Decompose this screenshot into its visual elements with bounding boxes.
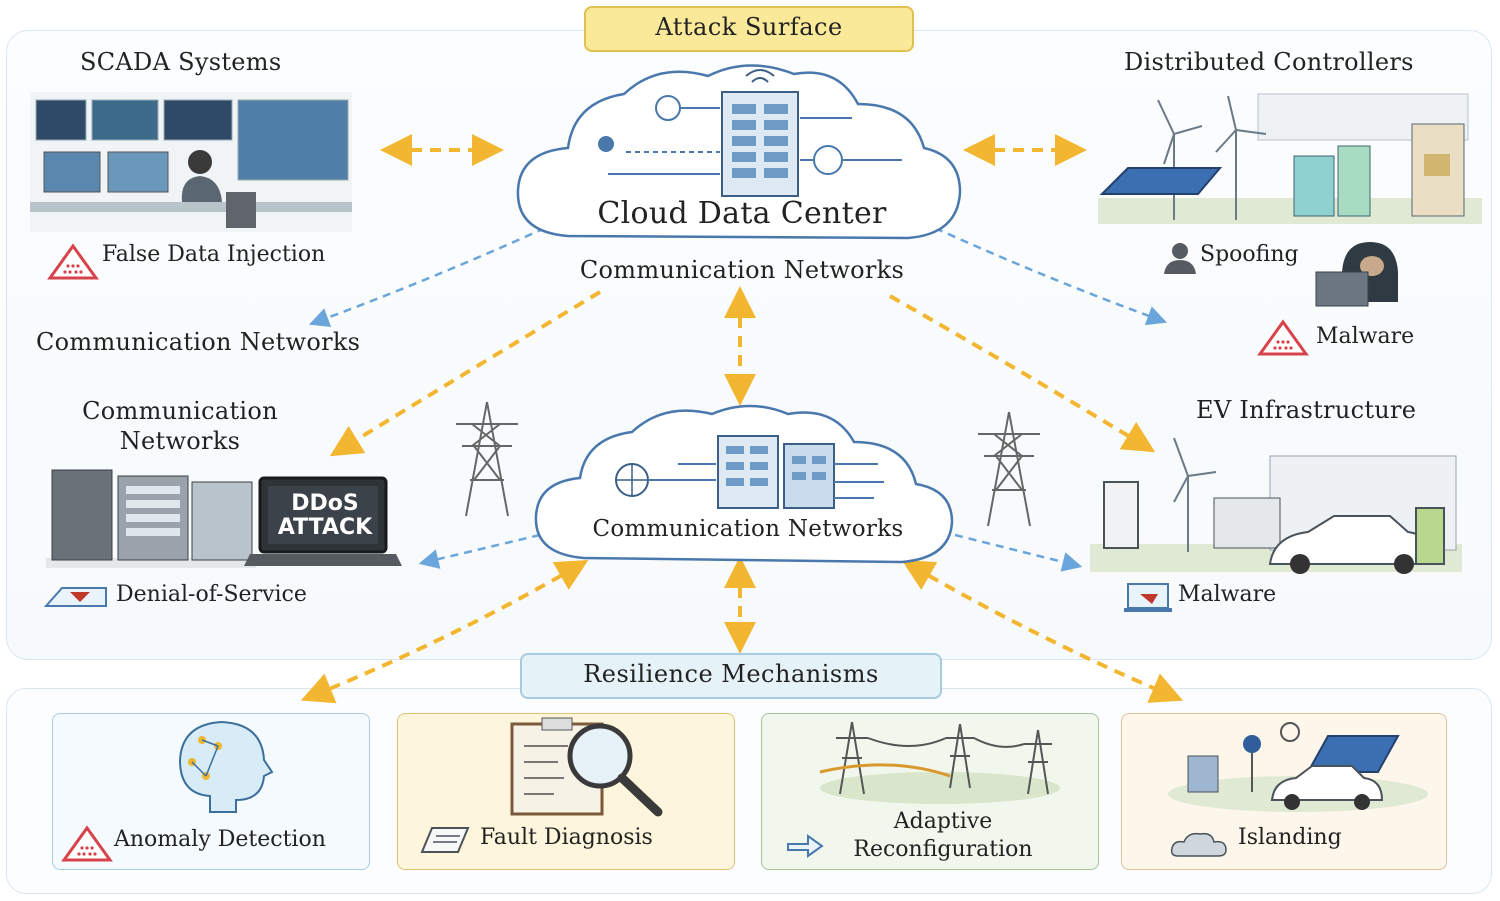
arrow-center-islanding [901, 559, 1184, 703]
ai-head-icon [178, 720, 274, 813]
ddos-line1: DDoS [291, 491, 359, 516]
power-pylon-icon [978, 411, 1040, 527]
adaptive-line2: Reconfiguration [853, 837, 1033, 862]
reconfigure-arrow-icon [787, 834, 824, 858]
distributed-controllers-illustration [1098, 93, 1482, 224]
spoofing-label: Spoofing [1200, 242, 1299, 267]
center-network-cloud [534, 404, 954, 564]
center-network-label: Communication Networks [592, 516, 904, 542]
attack-surface-title: Attack Surface [655, 13, 843, 41]
arrow-cloud-ev [889, 294, 1156, 453]
cloud-data-center-title: Cloud Data Center [597, 196, 887, 231]
distributed-controllers-label: Distributed Controllers [1124, 48, 1414, 76]
spoofing-user-icon [1164, 243, 1196, 274]
power-pylon-icon [456, 401, 518, 517]
anomaly-detection-label: Anomaly Detection [114, 827, 326, 852]
scada-label: SCADA Systems [80, 48, 282, 76]
denial-of-service-label: Denial-of-Service [116, 582, 307, 607]
cloud-data-center-cloud [516, 64, 962, 240]
magnifying-clipboard-icon [510, 717, 663, 817]
attack-surface-banner: Attack Surface [584, 6, 914, 52]
resilience-title: Resilience Mechanisms [583, 660, 879, 688]
resilience-banner: Resilience Mechanisms [520, 653, 942, 699]
arrow-cloud-comm [329, 290, 602, 457]
hacker-illustration [1315, 242, 1398, 307]
ddos-screen-text: DDoS ATTACK [270, 492, 380, 540]
arrow-center-anomaly [300, 559, 589, 704]
communication-networks-title-line2: Networks [119, 427, 241, 455]
cloud-microgrid-icon [1170, 832, 1227, 857]
power-grid-illustration [819, 721, 1060, 804]
communication-networks-title: Communication Networks [60, 396, 300, 456]
ddos-line2: ATTACK [277, 515, 373, 540]
envelope-alert-icon [43, 587, 107, 607]
adaptive-reconfiguration-label: Adaptive Reconfiguration [808, 808, 1078, 864]
microgrid-illustration [1168, 722, 1428, 812]
arrow-cloud-commleft [308, 226, 546, 328]
warning-icon [1257, 319, 1309, 356]
ev-infrastructure-label: EV Infrastructure [1196, 396, 1417, 424]
scada-control-room-illustration [30, 92, 352, 232]
false-data-injection-label: False Data Injection [102, 242, 326, 267]
arrow-cloud-malware [934, 226, 1168, 326]
arrow-center-dos [418, 533, 541, 569]
ev-charging-illustration [1090, 437, 1462, 574]
fault-diagnosis-label: Fault Diagnosis [480, 825, 653, 850]
laptop-illustration [244, 476, 402, 566]
islanding-label: Islanding [1238, 825, 1342, 850]
document-icon [420, 827, 470, 853]
communication-networks-label: Communication Networks [36, 328, 361, 356]
arrow-center-ev [954, 533, 1083, 572]
warning-icon [47, 243, 99, 280]
laptop-malware-icon [1124, 583, 1172, 612]
warning-icon [61, 825, 113, 862]
server-rack-illustration [46, 469, 256, 568]
malware-label: Malware [1316, 324, 1415, 349]
adaptive-line1: Adaptive [893, 809, 993, 834]
cloud-network-label: Communication Networks [579, 256, 905, 284]
malware-ev-label: Malware [1178, 582, 1277, 607]
communication-networks-title-line1: Communication [82, 397, 278, 425]
